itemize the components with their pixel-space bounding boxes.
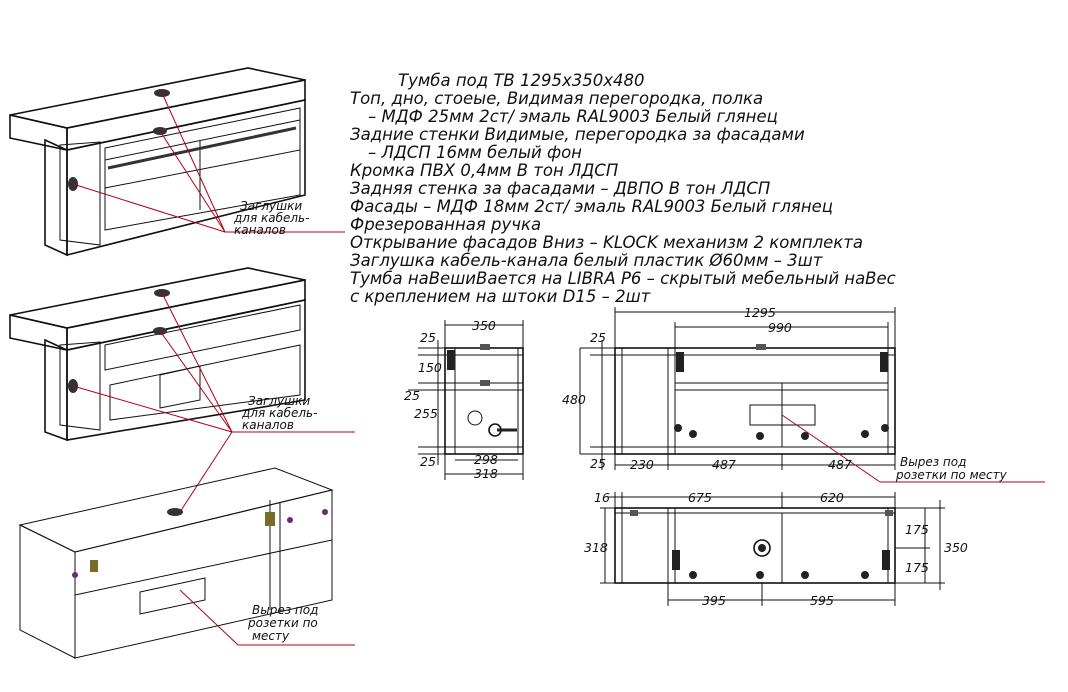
iso-view-closed xyxy=(9,67,345,257)
dim-front-bottom-thk: 25 xyxy=(590,456,606,471)
iso-view-frame xyxy=(18,467,355,659)
dim-front-height: 480 xyxy=(562,392,586,407)
dim-side-inner: 298 xyxy=(474,452,498,467)
dim-plan-r2: 175 xyxy=(905,560,929,575)
dim-plan-b2: 595 xyxy=(810,593,834,608)
socket-callout-iso: Вырез под розетки по месту xyxy=(247,603,322,643)
dim-plan-r1: 175 xyxy=(905,522,929,537)
dim-front-top-thk: 25 xyxy=(590,330,606,345)
dim-side-bottom-thk: 25 xyxy=(420,454,436,469)
plan-view xyxy=(600,492,945,606)
dim-front-inner: 990 xyxy=(768,320,792,335)
dim-front-door2: 487 xyxy=(828,457,852,472)
iso-view-open xyxy=(9,267,355,513)
plug-hole-icon xyxy=(167,508,183,516)
dim-plan-w1: 675 xyxy=(688,490,712,505)
dim-side-top-thk: 25 xyxy=(420,330,436,345)
dim-side-h1: 150 xyxy=(418,360,442,375)
dim-side-mid-thk: 25 xyxy=(404,388,420,403)
side-section-view xyxy=(408,320,524,480)
socket-callout-front: Вырез под розетки по месту xyxy=(895,455,1008,482)
dim-front-door1: 487 xyxy=(712,457,736,472)
dim-plan-total: 350 xyxy=(944,540,968,555)
dim-front-left: 230 xyxy=(630,457,654,472)
dim-plan-b1: 395 xyxy=(702,593,726,608)
dim-plan-depth: 318 xyxy=(584,540,608,555)
plug-callout-2: Заглушки для кабель- каналов xyxy=(241,394,321,432)
dim-front-overall: 1295 xyxy=(744,305,776,320)
front-view xyxy=(579,307,1045,483)
dim-plan-w2: 620 xyxy=(820,490,844,505)
dim-side-h2: 255 xyxy=(414,406,438,421)
dim-side-overall: 318 xyxy=(474,466,498,481)
dim-plan-thk: 16 xyxy=(594,490,610,505)
spec-block: Тумба под ТВ 1295х350х480 Топ, дно, стое… xyxy=(350,71,901,306)
plug-callout-1: Заглушки для кабель- каналов xyxy=(233,199,313,237)
dim-side-width: 350 xyxy=(472,318,496,333)
